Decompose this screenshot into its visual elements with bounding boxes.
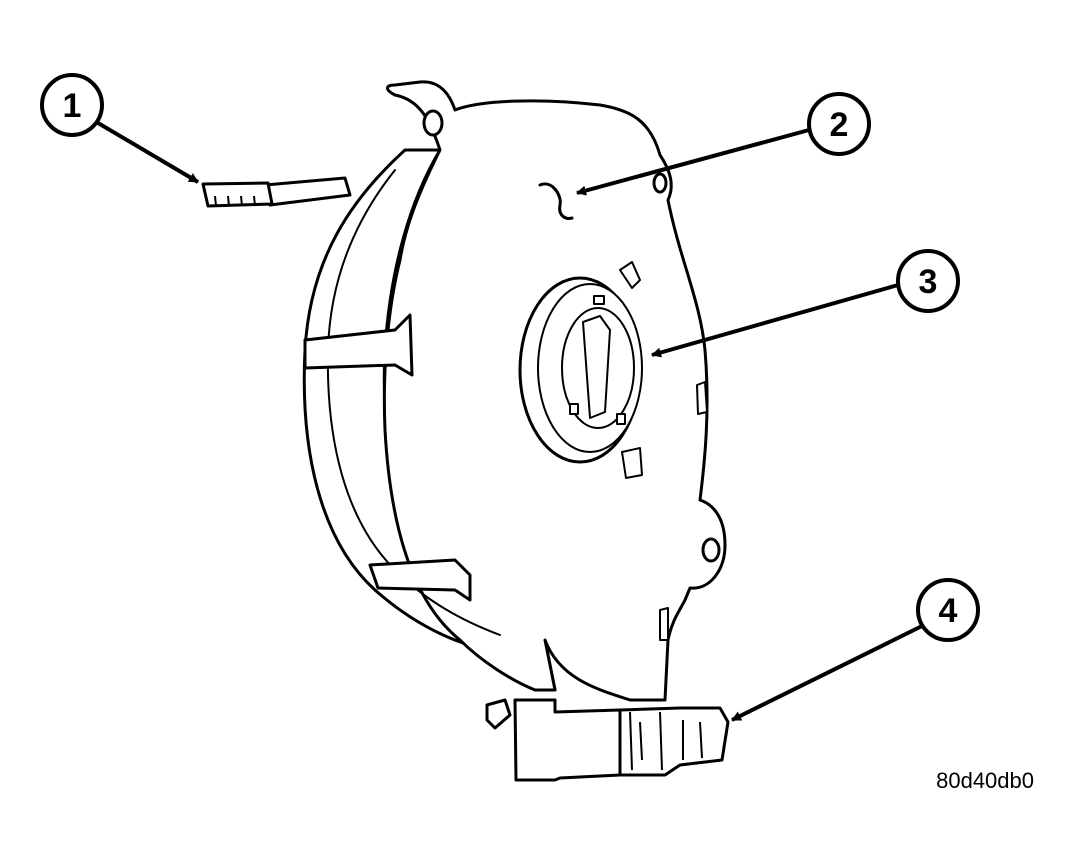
hub-tab-top	[619, 261, 641, 289]
callout-3-number: 3	[919, 263, 938, 301]
hub-notch-2	[569, 403, 579, 415]
callout-4-leader	[731, 624, 923, 722]
callout-2-leader	[576, 128, 810, 196]
bottom-connector	[485, 698, 730, 782]
index-mark	[538, 182, 574, 220]
mount-hole-bottom	[701, 537, 721, 563]
face-bump-1	[696, 381, 708, 415]
clockspring-body	[302, 80, 727, 702]
hub-tab-bottom	[621, 447, 643, 479]
mount-hole-right	[652, 172, 668, 194]
callout-1-circle	[40, 73, 104, 137]
connector-shell	[618, 706, 730, 777]
rim-slot-left	[303, 313, 414, 377]
ribbon-plug	[201, 181, 274, 208]
hub-notch-3	[616, 413, 626, 425]
ribbon-cable	[263, 176, 352, 207]
rim-edge-line	[326, 169, 501, 636]
callout-4: 4	[731, 578, 980, 722]
callout-1: 1	[40, 73, 200, 184]
callout-3: 3	[651, 249, 960, 358]
callout-3-circle	[896, 249, 960, 313]
connector-detail	[629, 711, 703, 771]
mount-hole-top	[422, 109, 444, 137]
face-bump-2	[659, 607, 669, 641]
figure-id: 80d40db0	[936, 768, 1034, 793]
callout-4-circle	[916, 578, 980, 642]
callout-2: 2	[576, 92, 871, 196]
connector-latch	[485, 698, 512, 730]
callout-2-circle	[807, 92, 871, 156]
rim-slot-bottom	[368, 558, 472, 602]
callout-2-number: 2	[830, 106, 849, 144]
hub-notch-1	[593, 295, 605, 305]
ribbon-connector	[201, 176, 352, 208]
callout-1-number: 1	[63, 87, 82, 125]
callout-3-leader	[651, 283, 899, 358]
ribbon-pins	[214, 195, 256, 207]
callout-1-leader	[96, 121, 200, 184]
hub-slot	[582, 315, 611, 419]
connector-housing	[513, 698, 622, 782]
callout-4-number: 4	[939, 592, 958, 630]
